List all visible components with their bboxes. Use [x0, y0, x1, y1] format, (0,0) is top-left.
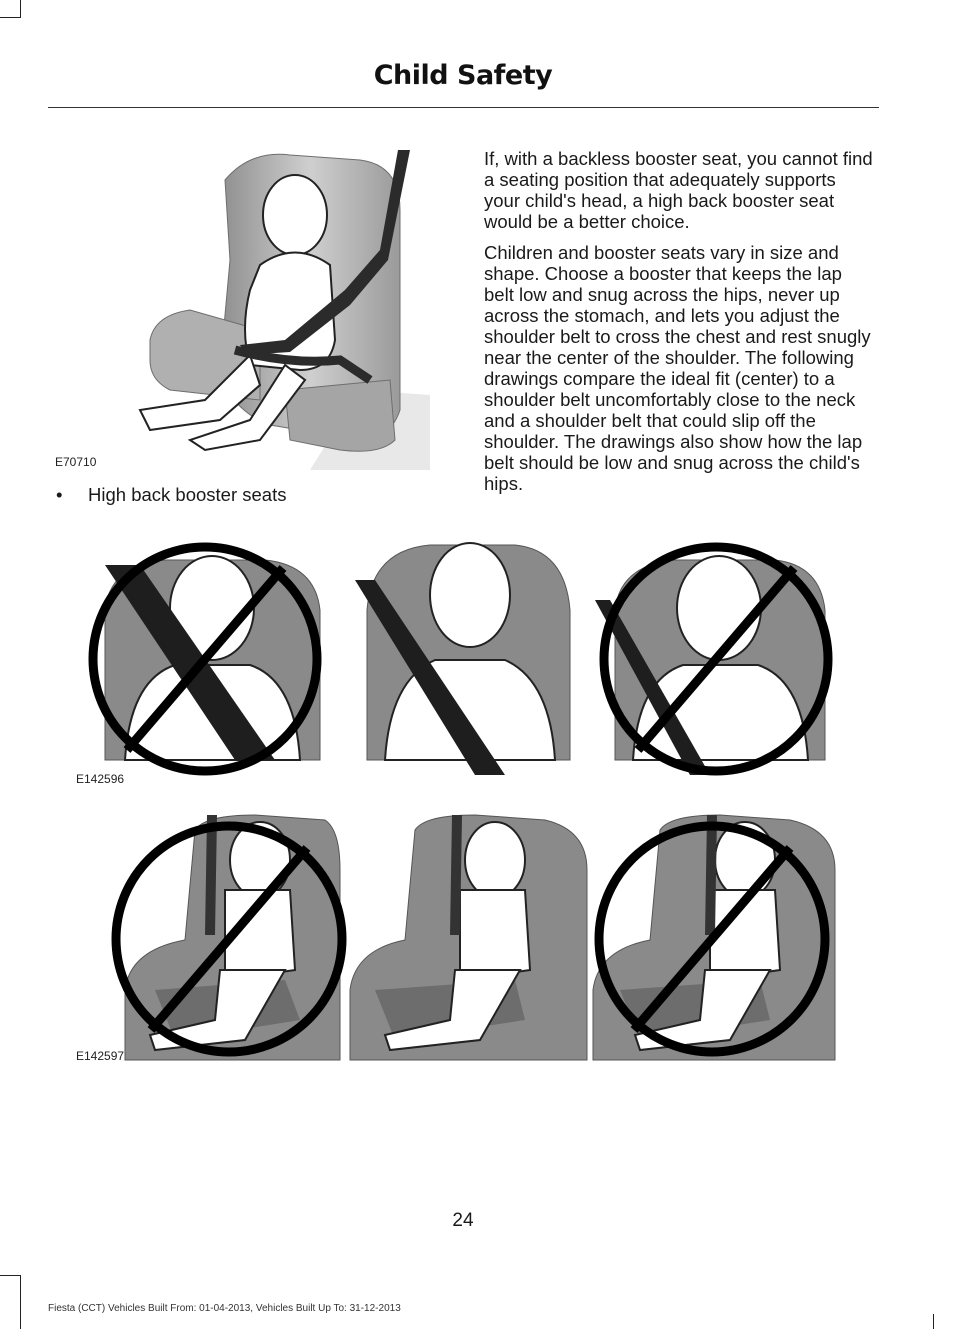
bullet-item: • High back booster seats [56, 484, 286, 506]
figure-code: E142597 [76, 1049, 125, 1063]
lap-belt-too-high-drawing [111, 814, 347, 1061]
paragraph: Children and booster seats vary in size … [484, 242, 871, 494]
lap-belt-comparison [111, 814, 836, 1061]
paragraph: If, with a backless booster seat, you ca… [484, 148, 873, 232]
crop-mark [0, 17, 21, 18]
title-rule [48, 107, 879, 108]
booster-seat-illustration [138, 150, 430, 470]
bullet-dot: • [56, 484, 63, 505]
crop-mark [933, 1314, 934, 1329]
bullet-text: High back booster seats [88, 484, 287, 505]
body-text: If, with a backless booster seat, you ca… [484, 148, 876, 504]
lap-belt-correct-drawing [349, 814, 588, 1061]
crop-mark [0, 1275, 21, 1276]
shoulder-belt-comparison [88, 542, 833, 776]
crop-mark [20, 1275, 21, 1329]
crop-mark [20, 0, 21, 17]
page-number: 24 [452, 1210, 474, 1231]
lap-belt-off-hips-drawing [592, 814, 836, 1061]
shoulder-belt-off-shoulder-drawing [595, 542, 833, 776]
page-title: Child Safety [373, 60, 553, 91]
figure-code: E142596 [76, 772, 125, 786]
shoulder-belt-correct-drawing [355, 542, 571, 775]
shoulder-belt-too-close-drawing [88, 542, 322, 776]
footer-text: Fiesta (CCT) Vehicles Built From: 01-04-… [48, 1303, 401, 1314]
figure-code: E70710 [55, 455, 97, 469]
